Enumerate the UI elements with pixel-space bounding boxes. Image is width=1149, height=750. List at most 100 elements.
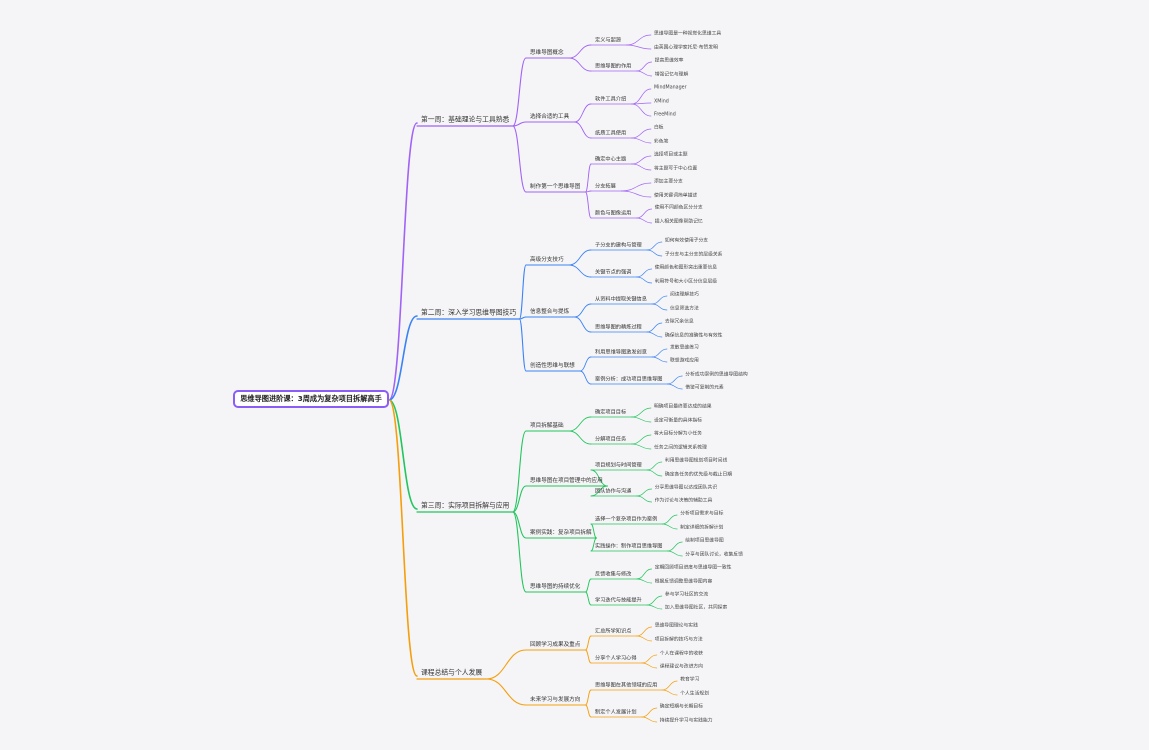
- connector-line: [641, 707, 658, 718]
- leaf-node[interactable]: 课程建议与改进方向: [659, 664, 703, 670]
- leaf-node[interactable]: 加入思维导图社区，共同探索: [664, 605, 728, 611]
- leaf-node[interactable]: 使用不同颜色区分分支: [654, 205, 703, 211]
- connector-line: [574, 103, 592, 123]
- connector-line: [636, 626, 653, 637]
- subtopic-node[interactable]: 案例分析：成功项目思维导图: [595, 376, 663, 383]
- leaf-node[interactable]: 参与学习社区的交流: [664, 592, 709, 598]
- leaf-node[interactable]: 使用关键词简单描述: [654, 193, 698, 199]
- connector-line: [636, 217, 653, 224]
- leaf-node[interactable]: 确保信息的准确性与有效性: [664, 333, 723, 339]
- subtopic-node[interactable]: 制定个人发展计划: [595, 709, 637, 716]
- leaf-node[interactable]: 根据反馈调整思维导图内容: [654, 579, 713, 585]
- leaf-node[interactable]: 联想游戏应用: [670, 358, 699, 364]
- topic-node[interactable]: 案例实践：复杂项目拆解: [530, 530, 592, 537]
- leaf-node[interactable]: 借鉴可复制的元素: [685, 385, 724, 391]
- leaf-node[interactable]: 分享思维导图以达成团队共识: [654, 485, 718, 491]
- root-node[interactable]: 思维导图进阶课：3周成为复杂项目拆解高手: [233, 390, 389, 408]
- leaf-node[interactable]: 如何有效使用子分支: [664, 238, 709, 244]
- leaf-node[interactable]: 制定详细的拆解计划: [680, 525, 724, 531]
- subtopic-node[interactable]: 确定项目目标: [595, 409, 627, 416]
- leaf-node[interactable]: 分析成功案例的思维导图结构: [685, 372, 748, 378]
- topic-node[interactable]: 项目拆解基础: [530, 423, 564, 430]
- leaf-node[interactable]: 添加主要分支: [654, 179, 683, 185]
- branch-node[interactable]: 第三周：实际项目拆解与应用: [421, 501, 510, 510]
- leaf-node[interactable]: 作为讨论与决策的辅助工具: [654, 498, 713, 504]
- leaf-node[interactable]: 教育学习: [680, 677, 700, 683]
- leaf-node[interactable]: 确定各任务的优先级与截止日期: [664, 472, 733, 478]
- subtopic-node[interactable]: 实践操作：制作项目思维导图: [595, 543, 663, 550]
- subtopic-node[interactable]: 分支拓展: [595, 183, 616, 190]
- leaf-node[interactable]: 分享与团队讨论，收集反馈: [685, 552, 743, 558]
- leaf-node[interactable]: 提高思维效率: [654, 58, 684, 64]
- leaf-node[interactable]: 选择项目或主题: [654, 152, 688, 158]
- leaf-node[interactable]: 信息筛选方法: [670, 306, 699, 312]
- leaf-node[interactable]: 子分支与主分支的层级关系: [664, 252, 723, 258]
- topic-node[interactable]: 信息整合与提炼: [530, 309, 570, 316]
- topic-node[interactable]: 创造性思维与联想: [530, 363, 575, 370]
- subtopic-node[interactable]: 分享个人学习心得: [595, 655, 637, 662]
- leaf-node[interactable]: FreeMind: [654, 112, 676, 118]
- topic-node[interactable]: 制作第一个思维导图: [530, 184, 581, 191]
- leaf-node[interactable]: 利用符号和大小区分信息层级: [654, 279, 718, 285]
- subtopic-node[interactable]: 颜色与图像运用: [595, 210, 632, 217]
- leaf-node[interactable]: 去除冗余信息: [664, 319, 694, 325]
- subtopic-node[interactable]: 从资料中提取关键信息: [595, 296, 647, 303]
- leaf-node[interactable]: 插入相关图像帮助记忆: [654, 219, 703, 225]
- leaf-node[interactable]: MindManager: [654, 85, 687, 91]
- leaf-node[interactable]: 持续提升学习与实践能力: [659, 718, 713, 724]
- leaf-node[interactable]: 个人生活规划: [680, 691, 709, 697]
- leaf-node[interactable]: 彩色笔: [654, 139, 669, 145]
- topic-node[interactable]: 思维导图概念: [530, 50, 564, 57]
- leaf-node[interactable]: 增强记忆与理解: [654, 72, 689, 78]
- subtopic-node[interactable]: 思维导图在其他领域的应用: [595, 682, 658, 689]
- topic-node[interactable]: 高级分支技巧: [530, 257, 564, 264]
- subtopic-node[interactable]: 团队协作与沟通: [595, 488, 632, 495]
- leaf-node[interactable]: 利用思维导图规划项目时间线: [664, 458, 728, 464]
- leaf-node[interactable]: 阅读理解技巧: [670, 292, 699, 298]
- connector-line: [621, 182, 652, 192]
- leaf-node[interactable]: XMind: [654, 99, 669, 105]
- subtopic-node[interactable]: 定义与起源: [595, 37, 621, 44]
- leaf-node[interactable]: 发散思维练习: [670, 345, 699, 351]
- topic-node[interactable]: 回顾学习成果及重点: [530, 642, 581, 649]
- branch-node[interactable]: 课程总结与个人发展: [421, 668, 483, 677]
- connector-line: [585, 689, 592, 706]
- subtopic-node[interactable]: 项目规划与时间管理: [595, 462, 642, 469]
- subtopic-node[interactable]: 汇总所学知识点: [595, 628, 632, 635]
- subtopic-node[interactable]: 软件工具介绍: [595, 96, 627, 103]
- leaf-node[interactable]: 设定可衡量的具体指标: [654, 418, 702, 424]
- leaf-node[interactable]: 将主题写于中心位置: [654, 166, 698, 172]
- leaf-node[interactable]: 白板: [654, 125, 664, 131]
- topic-node[interactable]: 未来学习与发展方向: [530, 697, 581, 704]
- subtopic-node[interactable]: 学习迭代与技能提升: [595, 597, 642, 604]
- leaf-node[interactable]: 思维导图理论与实践: [654, 623, 698, 629]
- leaf-node[interactable]: 个人在课程中的收获: [659, 651, 703, 657]
- subtopic-node[interactable]: 子分支的建构与管理: [595, 242, 642, 249]
- subtopic-node[interactable]: 确定中心主题: [595, 156, 627, 163]
- topic-node[interactable]: 思维导图的持续优化: [530, 584, 581, 591]
- leaf-node[interactable]: 使用颜色和图形突出重要信息: [654, 265, 718, 271]
- leaf-node[interactable]: 定期回顾项目进度与思维导图一致性: [654, 565, 732, 571]
- leaf-node[interactable]: 明确项目最终要达成的结果: [654, 404, 712, 410]
- branch-node[interactable]: 第一周：基础理论与工具熟悉: [421, 115, 510, 124]
- leaf-node[interactable]: 确定短期与长期目标: [659, 704, 703, 710]
- leaf-node[interactable]: 绘制项目思维导图: [685, 538, 724, 544]
- subtopic-node[interactable]: 纸质工具使用: [595, 130, 627, 137]
- subtopic-node[interactable]: 分解项目任务: [595, 436, 627, 443]
- subtopic-node[interactable]: 思维导图的精炼过程: [595, 324, 642, 331]
- topic-node[interactable]: 思维导图在项目管理中的应用: [530, 478, 603, 485]
- subtopic-node[interactable]: 选择一个复杂项目作为案例: [595, 516, 658, 523]
- leaf-node[interactable]: 任务之间的逻辑关系梳理: [654, 445, 707, 451]
- subtopic-node[interactable]: 思维导图的作用: [595, 63, 632, 70]
- leaf-node[interactable]: 分析项目需求与目标: [680, 511, 724, 517]
- subtopic-node[interactable]: 利用思维导图激发创意: [595, 349, 647, 356]
- connector-line: [646, 331, 663, 338]
- leaf-node[interactable]: 将大目标分解为小任务: [654, 431, 702, 437]
- leaf-node[interactable]: 思维导图是一种视觉化思维工具: [654, 31, 722, 37]
- branch-node[interactable]: 第二周：深入学习思维导图技巧: [421, 308, 517, 317]
- leaf-node[interactable]: 由英国心理学家托尼·布赞发明: [654, 45, 718, 51]
- leaf-node[interactable]: 项目拆解的技巧与方法: [654, 637, 703, 643]
- subtopic-node[interactable]: 关键节点的强调: [595, 269, 632, 276]
- topic-node[interactable]: 选择合适的工具: [530, 114, 570, 121]
- subtopic-node[interactable]: 反馈收集与修改: [595, 571, 632, 578]
